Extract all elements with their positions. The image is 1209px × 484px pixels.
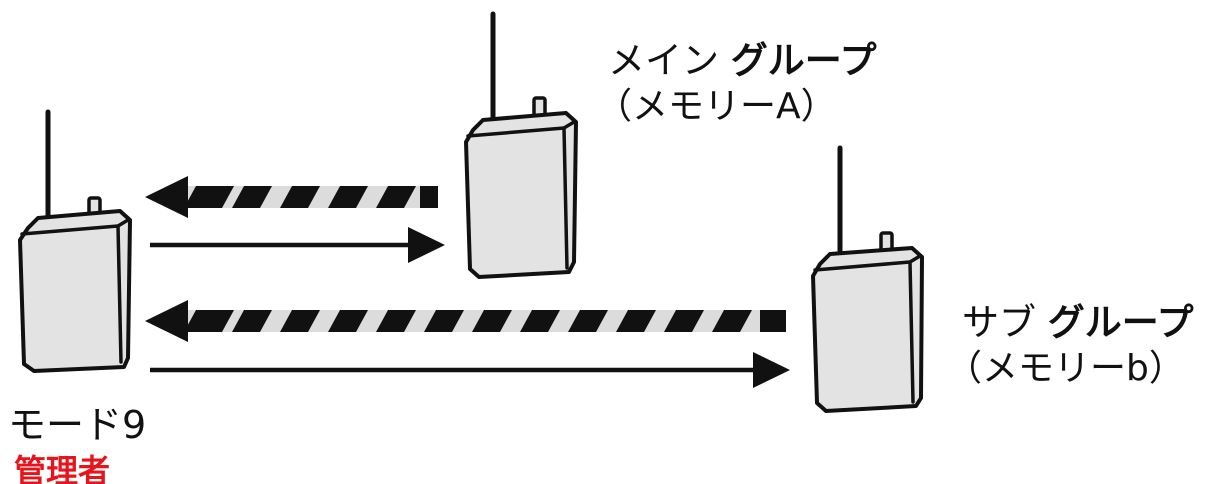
sub-group-memory: （メモリーb）: [946, 348, 1185, 389]
radio-main-group: [464, 11, 578, 279]
sub-group-title: サブ グループ: [962, 301, 1194, 345]
main-group-title: メイン グループ: [608, 39, 877, 83]
sub-group-strong: グループ: [1047, 301, 1194, 344]
left-radio-mode: モード9: [8, 403, 147, 447]
radio-left: [18, 109, 132, 373]
main-group-prefix: メイン: [608, 39, 719, 82]
solid-arrow-left-to-main: [150, 227, 445, 263]
sub-group-prefix: サブ: [962, 301, 1036, 344]
striped-arrow-sub-to-left: [145, 300, 786, 342]
solid-arrow-left-to-sub: [150, 352, 790, 388]
main-group-strong: グループ: [730, 39, 877, 82]
radio-sub-group: [811, 145, 924, 413]
main-group-memory: （メモリーA）: [596, 86, 837, 127]
left-radio-role: 管理者: [14, 452, 111, 484]
striped-arrow-main-to-left: [145, 176, 438, 218]
